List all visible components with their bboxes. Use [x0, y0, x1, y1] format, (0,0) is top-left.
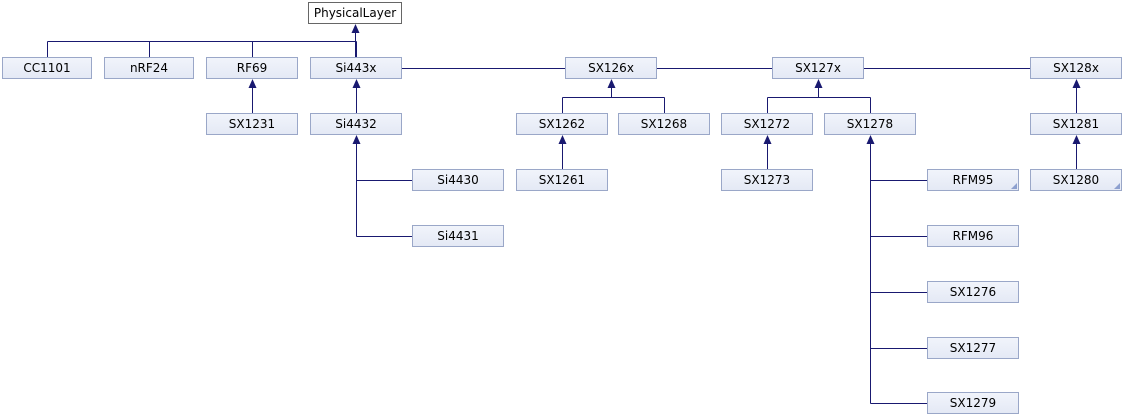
node-si4432[interactable]: Si4432	[310, 113, 402, 135]
node-sx1273[interactable]: SX1273	[721, 169, 813, 191]
node-sx1261[interactable]: SX1261	[516, 169, 608, 191]
arrowhead-sx1281	[1072, 135, 1081, 144]
node-sx1279[interactable]: SX1279	[927, 392, 1019, 414]
node-rf69[interactable]: RF69	[206, 57, 298, 79]
node-cc1101[interactable]: CC1101	[2, 57, 92, 79]
arrowhead-sx1278	[866, 135, 875, 144]
node-sx1276[interactable]: SX1276	[927, 281, 1019, 303]
node-si4431[interactable]: Si4431	[412, 225, 504, 247]
node-sx1281[interactable]: SX1281	[1030, 113, 1122, 135]
node-sx128x[interactable]: SX128x	[1030, 57, 1122, 79]
node-si443x[interactable]: Si443x	[310, 57, 402, 79]
arrowhead-rf69	[248, 79, 257, 88]
node-nrf24[interactable]: nRF24	[104, 57, 194, 79]
node-rfm95[interactable]: RFM95	[927, 169, 1019, 191]
node-rfm96[interactable]: RFM96	[927, 225, 1019, 247]
node-sx1277[interactable]: SX1277	[927, 337, 1019, 359]
node-sx1268[interactable]: SX1268	[618, 113, 710, 135]
node-si4430[interactable]: Si4430	[412, 169, 504, 191]
node-sx127x[interactable]: SX127x	[772, 57, 864, 79]
node-sx1262[interactable]: SX1262	[516, 113, 608, 135]
arrowhead-sx126x	[607, 79, 616, 88]
node-sx1278[interactable]: SX1278	[824, 113, 916, 135]
arrowhead-sx127x	[814, 79, 823, 88]
arrowhead-root	[351, 24, 360, 33]
node-sx126x[interactable]: SX126x	[565, 57, 657, 79]
node-sx1231[interactable]: SX1231	[206, 113, 298, 135]
arrowhead-sx1262	[558, 135, 567, 144]
arrowhead-si443x	[352, 79, 361, 88]
node-sx1272[interactable]: SX1272	[721, 113, 813, 135]
node-physicallayer: PhysicalLayer	[308, 2, 402, 24]
arrowhead-sx1272	[763, 135, 772, 144]
arrowhead-sx128x	[1072, 79, 1081, 88]
arrowhead-si4432	[352, 135, 361, 144]
node-sx1280[interactable]: SX1280	[1030, 169, 1122, 191]
